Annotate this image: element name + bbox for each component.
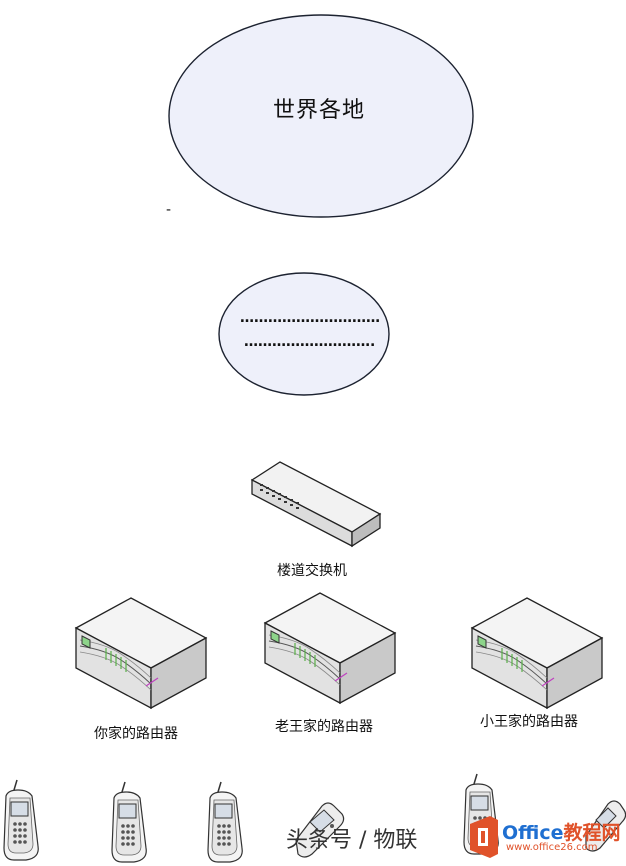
flip-phone-icon: [585, 800, 626, 852]
watermark-author: 头条号 / 物联: [286, 828, 418, 853]
watermark-brand-en: Office: [502, 822, 564, 844]
flip-phone-icon: [295, 802, 345, 858]
stray-mark: -: [166, 202, 172, 218]
middle-cloud-line-2: ……………………….: [244, 334, 376, 350]
world-cloud: [168, 14, 474, 218]
middle-cloud-line-1: …………………………: [240, 310, 380, 326]
mobile-phone-icon: [3, 779, 39, 861]
mobile-phone-icon: [111, 781, 147, 863]
router-icon: [75, 597, 207, 709]
middle-cloud: [218, 272, 390, 396]
watermark-brand-cn: 教程网: [563, 822, 621, 844]
office-logo-icon: [470, 816, 498, 858]
switch-icon: [250, 461, 382, 548]
router-icon: [264, 592, 396, 704]
watermark-site: www.office26.com: [506, 842, 598, 853]
world-cloud-label: 世界各地: [273, 98, 366, 123]
watermark-brand: Office教程网: [502, 818, 621, 845]
router-label-1: 你家的路由器: [94, 726, 178, 742]
switch-label: 楼道交换机: [277, 563, 347, 579]
router-label-3: 小王家的路由器: [480, 714, 578, 730]
router-icon: [471, 597, 603, 709]
mobile-phone-icon: [207, 781, 243, 863]
router-label-2: 老王家的路由器: [275, 719, 373, 735]
